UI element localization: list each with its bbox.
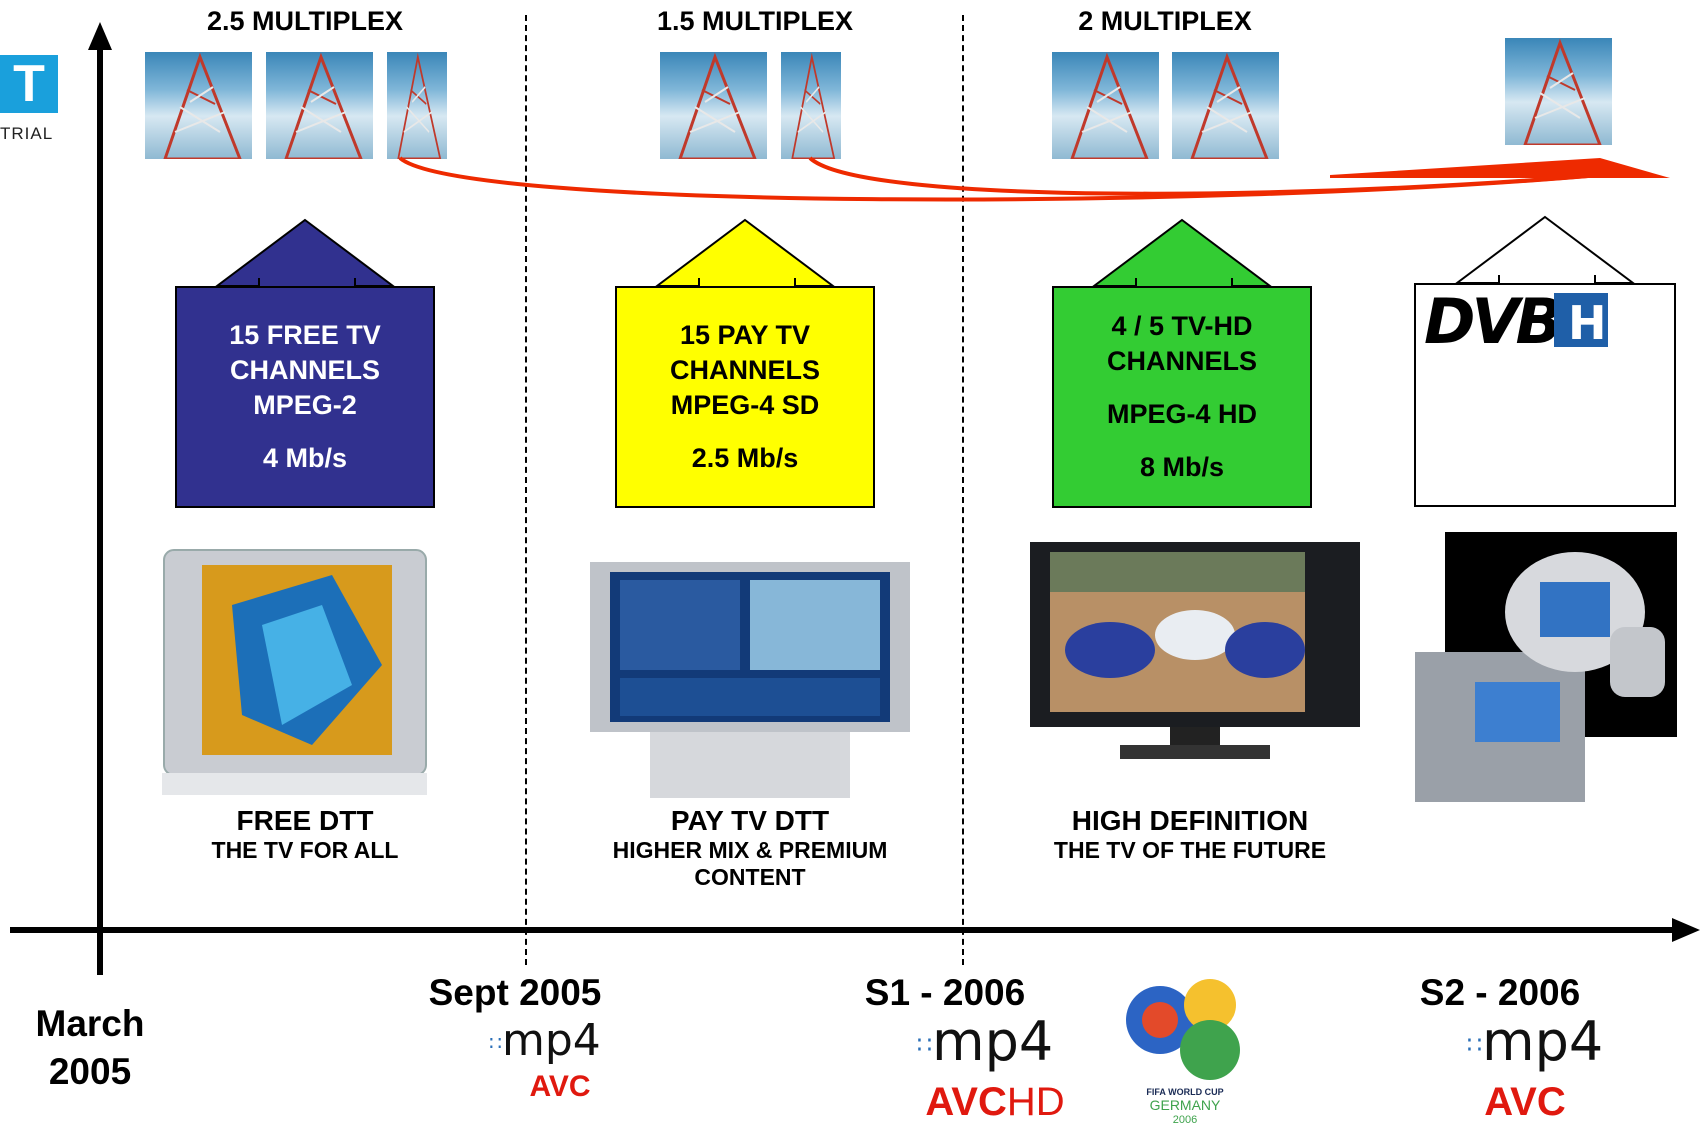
svg-text:GERMANY: GERMANY — [1150, 1097, 1221, 1113]
free-tv-rate: 4 Mb/s — [262, 443, 348, 474]
hd-tv-line-3: MPEG-4 HD — [1106, 399, 1258, 429]
dvb-h-box: DVB H — [1414, 215, 1676, 507]
tv-icon-crt — [162, 545, 427, 795]
dvb-h-logo: DVB H — [1424, 285, 1608, 355]
transmission-tower-icon — [660, 52, 767, 159]
divider-sept-2005 — [525, 15, 527, 965]
free-tv-box: 15 FREE TV CHANNELS MPEG-2 4 Mb/s — [175, 218, 435, 508]
avc-hd-label-s1: AVCHD — [925, 1080, 1065, 1124]
divider-s1-2006 — [962, 15, 964, 965]
transmission-tower-icon — [387, 52, 447, 159]
transmission-tower-icon — [781, 52, 841, 159]
mp4-logo-s1: ∷mp4 — [916, 1010, 1054, 1073]
transmission-tower-icon — [1505, 38, 1612, 145]
caption-hd-subtitle: THE TV OF THE FUTURE — [1053, 837, 1327, 863]
free-tv-line-2: CHANNELS — [229, 354, 380, 385]
date-s1-2006: S1 - 2006 — [864, 972, 1026, 1013]
svg-text:DVB: DVB — [1424, 285, 1559, 355]
free-tv-line-3: MPEG-2 — [253, 390, 357, 420]
mobile-phone-icon — [1415, 532, 1677, 802]
transmission-tower-icon — [145, 52, 252, 159]
date-s2-2006: S2 - 2006 — [1419, 972, 1581, 1013]
caption-pay-tv-subtitle: HIGHER MIX & PREMIUM CONTENT — [612, 837, 888, 890]
caption-free-dtt-title: FREE DTT — [236, 805, 374, 836]
transmission-tower-icon — [266, 52, 373, 159]
date-sept-2005: Sept 2005 — [428, 972, 602, 1013]
hd-tv-line-2: CHANNELS — [1106, 345, 1257, 376]
hd-tv-rate: 8 Mb/s — [1139, 452, 1225, 483]
tv-icon-plasma — [1030, 540, 1360, 770]
svg-text:2006: 2006 — [1173, 1114, 1197, 1125]
avc-label-s2: AVC — [1484, 1080, 1566, 1124]
fifa-world-cup-logo: FIFA WORLD CUP GERMANY 2006 — [1120, 955, 1250, 1125]
pay-tv-box: 15 PAY TV CHANNELS MPEG-4 SD 2.5 Mb/s — [615, 218, 875, 508]
mp4-logo-s2: ∷mp4 — [1466, 1010, 1604, 1073]
multiplex-title-2: 1.5 MULTIPLEX — [656, 6, 854, 36]
tv-icon-projection — [590, 560, 910, 800]
avc-label-sept: AVC — [529, 1070, 591, 1103]
pay-tv-line-1: 15 PAY TV — [679, 319, 811, 350]
date-march-2005: March 2005 — [35, 1003, 145, 1092]
free-tv-line-1: 15 FREE TV — [229, 319, 381, 350]
corner-logo-icon: T — [0, 55, 58, 113]
pay-tv-line-2: CHANNELS — [669, 354, 820, 385]
transmission-tower-icon — [1172, 52, 1279, 159]
multiplex-title-3: 2 MULTIPLEX — [1078, 6, 1252, 36]
hd-tv-box: 4 / 5 TV-HD CHANNELS MPEG-4 HD 8 Mb/s — [1052, 218, 1312, 508]
svg-text:H: H — [1568, 296, 1607, 350]
caption-high-definition: HIGH DEFINITION THE TV OF THE FUTURE — [1010, 805, 1370, 864]
pay-tv-rate: 2.5 Mb/s — [691, 443, 799, 474]
multiplex-title-1: 2.5 MULTIPLEX — [206, 6, 404, 36]
caption-pay-tv-title: PAY TV DTT — [670, 805, 830, 836]
pay-tv-line-3: MPEG-4 SD — [670, 390, 820, 420]
caption-pay-tv-dtt: PAY TV DTT HIGHER MIX & PREMIUM CONTENT — [580, 805, 920, 891]
transmission-tower-icon — [1052, 52, 1159, 159]
mp4-logo-sept: ∷mp4 — [489, 1015, 601, 1066]
svg-text:FIFA WORLD CUP: FIFA WORLD CUP — [1146, 1087, 1223, 1097]
hd-tv-line-1: 4 / 5 TV-HD — [1111, 310, 1253, 341]
caption-hd-title: HIGH DEFINITION — [1071, 805, 1309, 836]
corner-logo-text: TRIAL — [0, 124, 54, 143]
caption-free-dtt: FREE DTT THE TV FOR ALL — [150, 805, 460, 864]
caption-free-dtt-subtitle: THE TV FOR ALL — [211, 837, 399, 863]
